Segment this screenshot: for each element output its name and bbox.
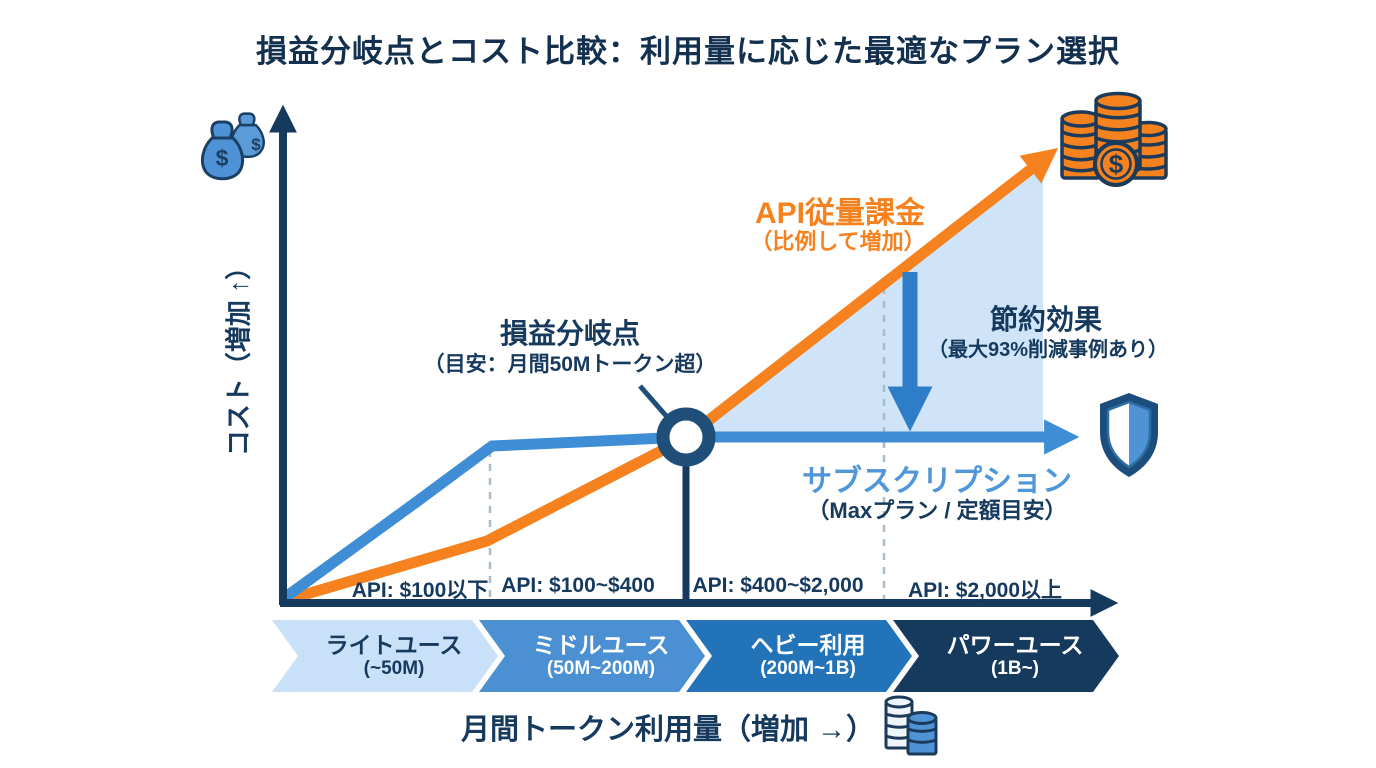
- api-cost-label-2: API: $100~$400: [501, 574, 655, 597]
- tier-label: ライトユース: [325, 631, 463, 658]
- api-cost-label-3: API: $400~$2,000: [692, 574, 864, 597]
- api-cost-label-4: API: $2,000以上: [907, 579, 1063, 602]
- dollar-glyph: $: [251, 135, 261, 154]
- subscription-series-sublabel: （Maxプラン / 定額目安）: [807, 498, 1067, 523]
- savings-label: 節約効果: [989, 304, 1103, 335]
- tier-chevron-power-use: パワーユース (1B~): [893, 620, 1119, 692]
- subscription-series-label: サブスクリプション: [802, 465, 1072, 498]
- tier-chevron-heavy-use: ヘビー利用 (200M~1B): [686, 620, 912, 692]
- tier-range: (1B~): [990, 658, 1040, 680]
- dollar-glyph: $: [216, 145, 229, 171]
- tier-label: ミドルユース: [532, 631, 670, 658]
- api-series-sublabel: （比例して増加）: [750, 229, 926, 254]
- api-series-label: API従量課金: [754, 197, 926, 230]
- api-cost-line: [281, 147, 1059, 607]
- shield-icon: [1100, 393, 1158, 477]
- breakeven-point-marker: [656, 407, 716, 467]
- coin-stacks-icon: $: [1060, 91, 1168, 187]
- breakeven-sublabel: （目安：月間50Mトークン超）: [423, 353, 717, 376]
- token-coins-icon: [884, 695, 938, 756]
- tier-label: ヘビー利用: [750, 631, 866, 658]
- dollar-glyph: $: [1109, 149, 1124, 179]
- x-axis-label: 月間トークン利用量（増加 →）: [460, 714, 876, 746]
- page-title: 損益分岐点とコスト比較：利用量に応じた最適なプラン選択: [256, 34, 1120, 69]
- breakeven-callout-line: [638, 384, 670, 420]
- tier-range: (~50M): [363, 658, 425, 680]
- api-cost-label-1: API: $100以下: [351, 579, 489, 602]
- tier-range: (200M~1B): [760, 658, 856, 680]
- savings-sublabel: （最大93%削減事例あり）: [927, 339, 1169, 361]
- tier-range: (50M~200M): [546, 658, 656, 680]
- breakeven-label: 損益分岐点: [499, 318, 641, 349]
- money-bags-icon: $ $: [200, 112, 265, 181]
- tier-chevron-middle-use: ミドルユース (50M~200M): [479, 620, 705, 692]
- tier-chevron-light-use: ライトユース (~50M): [272, 620, 498, 692]
- subscription-line: [279, 419, 1080, 604]
- tier-label: パワーユース: [946, 631, 1084, 658]
